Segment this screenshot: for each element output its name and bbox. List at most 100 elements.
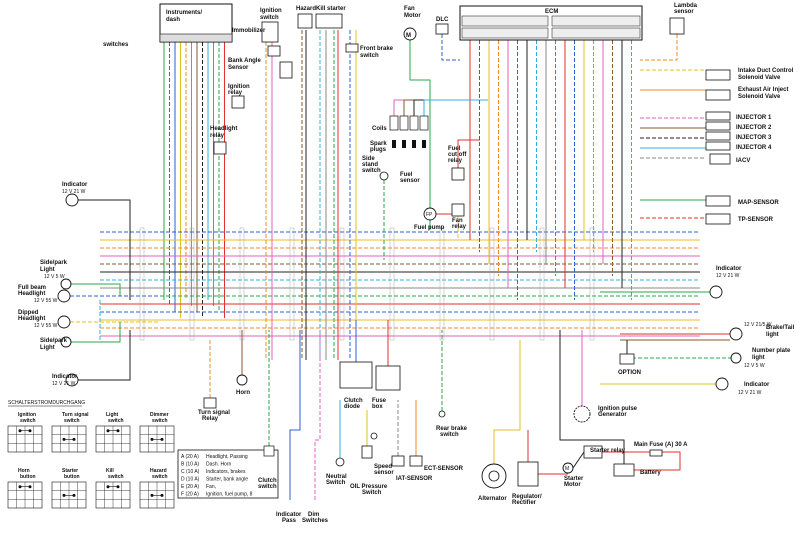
- hazard-switch: Hazard: [296, 6, 316, 29]
- indicator-rear-bottom-label: Indicator: [744, 382, 770, 388]
- starter-relay: Starter relay: [583, 445, 626, 459]
- dipped-label-2: Headlight: [18, 316, 45, 322]
- option-connector: OPTION: [618, 353, 641, 376]
- oil-label-2: Switch: [362, 490, 382, 496]
- side-stand-label-1: Side: [362, 156, 375, 162]
- injector-number: 2: [768, 125, 772, 131]
- wire: [71, 283, 121, 296]
- ect-sensor-label: ECT-SENSOR: [424, 466, 464, 472]
- injector-label: INJECTOR: [736, 125, 767, 131]
- map-sensor: MAP-SENSOR: [705, 195, 779, 207]
- bank-angle-sensor: Bank Angle Sensor: [228, 58, 293, 79]
- wire: [457, 139, 480, 168]
- legend-switch-name: Kill: [106, 468, 114, 474]
- ignition-relay-label-2: relay: [228, 90, 243, 96]
- fuse-desc: Ignition, fuel pump, 8: [206, 492, 253, 498]
- connector-mark: [489, 227, 495, 341]
- wire: [634, 451, 681, 471]
- rear-brake-switch: Rear brake switch: [436, 410, 468, 438]
- wire: [289, 330, 301, 500]
- legend-switch-name-2: switch: [152, 474, 168, 480]
- wire: [314, 330, 321, 500]
- rear-brake-label-2: switch: [440, 432, 459, 438]
- regulator-label-1: Regulator/: [512, 494, 542, 500]
- connector-mark: [139, 227, 145, 341]
- starter-relay-label: Starter relay: [590, 448, 626, 454]
- legend-switch-name: Dimmer: [150, 412, 169, 418]
- injector-body: [705, 141, 731, 151]
- full-beam-headlight: Full beam Headlight 12 V 55 W: [18, 285, 71, 304]
- injector-label: INJECTOR: [736, 145, 767, 151]
- regulator-rectifier: Regulator/ Rectifier: [512, 461, 542, 506]
- dlc-label: DLC: [436, 17, 449, 23]
- indicator-front-top-label: Indicator: [62, 182, 88, 188]
- indicator-rear-top: Indicator 12 V 21 W: [709, 266, 742, 299]
- legend-switch-name-2: switch: [64, 418, 80, 424]
- ignition-switch: Ignition switch: [260, 8, 282, 43]
- connector-mark: [439, 227, 445, 341]
- headlight-relay-label-2: relay: [210, 133, 225, 139]
- fuse-desc: Starter, bank angle: [206, 477, 248, 483]
- headlight-relay-label-1: Headlight: [210, 126, 237, 132]
- fan-motor-label-2: Motor: [404, 13, 421, 19]
- dim-switches-label-2: Switches: [302, 518, 329, 524]
- fuse-box-label-1: Fuse: [372, 398, 387, 404]
- dipped-headlight: Dipped Headlight 12 V 55 W: [18, 310, 71, 329]
- legend-switch-name: Turn signal: [62, 412, 89, 418]
- legend-switch-name-2: switch: [20, 418, 36, 424]
- lambda-label-2: sensor: [674, 9, 694, 15]
- dim-switches-label-1: Dim: [308, 512, 319, 518]
- wire: [423, 99, 488, 116]
- option-label: OPTION: [618, 370, 641, 376]
- fuse-desc: Indicators, brakes: [206, 469, 246, 475]
- injector-number: 1: [768, 115, 772, 121]
- ecm-label: ECM: [545, 9, 558, 15]
- intake-solenoid: Intake Duct Control Solenoid Valve: [705, 68, 794, 81]
- ignition-relay-label-1: Ignition: [228, 84, 250, 90]
- turn-relay-label-2: Relay: [202, 416, 219, 422]
- wire-layer: [70, 30, 731, 500]
- immobilizer-label: Immobilizer: [232, 28, 266, 34]
- dipped-label-1: Dipped: [18, 310, 39, 316]
- brake-tail-label-1: Brake/Tail: [766, 325, 795, 331]
- connector-mark: [539, 227, 545, 341]
- bank-angle-label-2: Sensor: [228, 65, 249, 71]
- dim-switches: Dim Switches: [302, 512, 329, 524]
- side-park-light-bottom: Side/park Light: [40, 336, 72, 351]
- wire: [559, 330, 625, 464]
- iat-sensor-label: IAT-SENSOR: [396, 476, 433, 482]
- fuse-code: C (10 A): [181, 469, 200, 475]
- brake-tail-rating: 12 V 21/5 W: [744, 322, 772, 328]
- immobilizer: Immobilizer: [232, 28, 281, 57]
- side-stand-label-3: switch: [362, 168, 381, 174]
- side-park-light-top: Side/park Light 12 V 5 W: [40, 260, 72, 290]
- oil-pressure-switch: OIL Pressure Switch: [350, 432, 388, 496]
- legend-switch-name-2: button: [64, 474, 80, 480]
- brake-tail-light: Brake/Tail light 12 V 21/5 W: [729, 322, 795, 341]
- indicator-rear-bottom-rating: 12 V 21 W: [738, 390, 762, 396]
- number-plate-light: Number plate light 12 V 5 W: [730, 348, 791, 369]
- coils: Coils: [372, 115, 429, 132]
- side-stand-switch: Side stand switch: [362, 156, 389, 181]
- full-beam-label-1: Full beam: [18, 285, 46, 291]
- fuse-code: D (10 A): [181, 477, 200, 483]
- legend-switch-name-2: switch: [108, 418, 124, 424]
- ignition-pulse-label-2: Generator: [598, 412, 627, 418]
- ignition-relay: Ignition relay: [228, 84, 250, 109]
- side-park-top-rating: 12 V 5 W: [44, 274, 65, 280]
- spark-plugs-label-1: Spark: [370, 141, 387, 147]
- number-plate-label-1: Number plate: [752, 348, 791, 354]
- fan-relay-label-1: Fan: [452, 218, 463, 224]
- legend-switch-name-2: switch: [108, 474, 124, 480]
- full-beam-rating: 12 V 55 W: [34, 298, 58, 304]
- iacv: IACV: [709, 153, 750, 165]
- connector-mark: [239, 227, 245, 341]
- wire: [409, 40, 431, 230]
- fuel-sensor-label-1: Fuel: [400, 172, 413, 178]
- clutch-switch-label-1: Clutch: [258, 478, 277, 484]
- connector-mark: [389, 227, 395, 341]
- iacv-label: IACV: [736, 158, 750, 164]
- neutral-label-1: Neutral: [326, 474, 347, 480]
